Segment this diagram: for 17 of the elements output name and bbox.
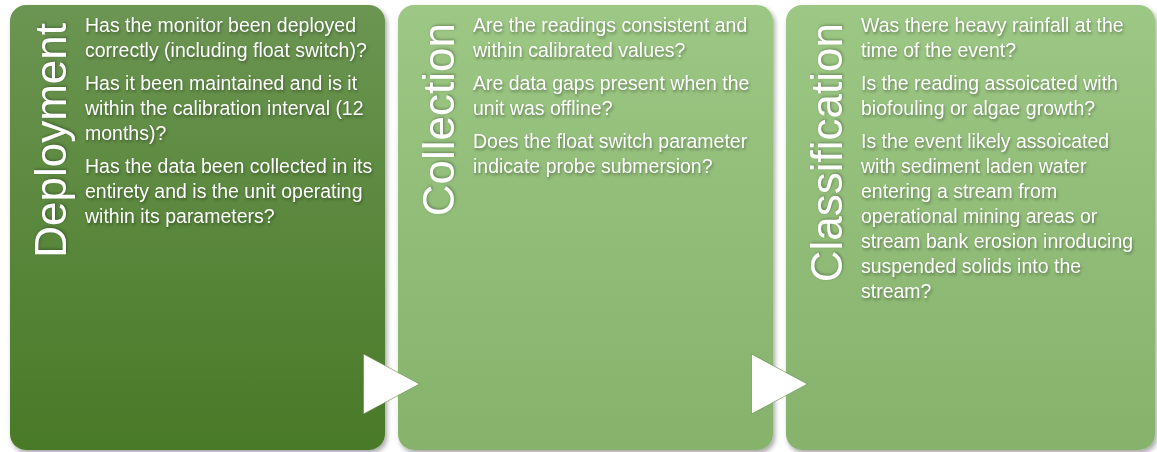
stage-panel [10,5,385,450]
question-text: Does the float switch parameter indicate probe submersion? [473,129,749,179]
stage-title: Deployment [26,23,76,258]
question-text: Has it been maintained and is it within the calibration interval (12 months)? [85,71,365,146]
question-text: Are the readings consistent and within calibrated values? [473,13,749,63]
question-text: Has the monitor been deployed correctly (including float switch)? [85,13,368,63]
arrow [751,353,808,415]
question-text: Was there heavy rainfall at the time of the event? [861,13,1125,63]
question-text: Is the event likely assoicated with sediment laden water entering a stream from operational mining areas or stream bank erosion inroducing suspended solids into the stream? [861,129,1135,304]
arrow [363,353,420,415]
stage-panel [786,5,1155,450]
question-text: Are data gaps present when the unit was offline? [473,71,751,121]
stage-title: Classification [802,23,852,283]
question-text: Has the data been collected in its entirety and is the unit operating within its parameters? [85,154,374,229]
stage-title: Collection [414,23,464,217]
question-text: Is the reading assoicated with biofouling or algae growth? [861,71,1119,121]
stage-panel [398,5,773,450]
